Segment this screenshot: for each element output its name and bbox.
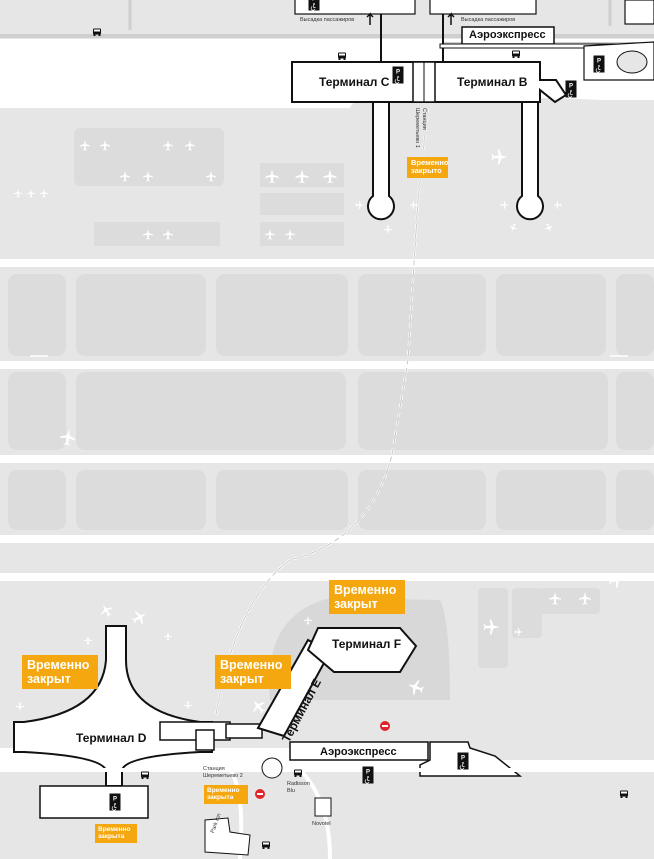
no-entry-icon (380, 721, 390, 731)
terminal-connectors (159, 721, 263, 751)
dropoff-label-right: Высадка пассажиров (461, 17, 516, 23)
terminal-b-label[interactable]: Терминал B (457, 75, 528, 89)
arrow-up-icon (447, 12, 455, 25)
aeroexpress-south[interactable]: Аэроэкспресс (320, 746, 397, 758)
closed-badge-parking-d: Временно закрыта (95, 824, 137, 843)
hotels (204, 757, 332, 856)
dropoff-label-left: Высадка пассажиров (300, 17, 355, 23)
closed-badge-station-2: Временно закрыта (204, 785, 248, 804)
no-entry-icon (255, 789, 265, 799)
arrow-up-icon (366, 12, 374, 25)
aeroexpress-north-building (439, 26, 654, 49)
station-2-label: Станция Шереметьево 2 (203, 766, 243, 779)
closed-badge-north-station: Временно закрыто (407, 157, 448, 178)
terminal-c-label[interactable]: Терминал C (319, 75, 390, 89)
terminal-f-shape (306, 627, 418, 673)
closed-badge-terminal-f: Временно закрыт (329, 580, 405, 614)
novotel-label: Novotel (312, 821, 331, 827)
aeroexpress-south-building (289, 741, 523, 777)
station-1-label: Станция Шереметьево 1 (414, 108, 427, 148)
taxiway-blocks (8, 128, 654, 700)
terminal-d-label[interactable]: Терминал D (76, 731, 147, 745)
closed-badge-terminal-d: Временно закрыт (22, 655, 98, 689)
runways (0, 259, 654, 581)
north-dropoff (294, 0, 537, 64)
radisson-label: Radisson Blu (287, 781, 310, 794)
closed-badge-terminal-e: Временно закрыт (215, 655, 291, 689)
aeroexpress-north[interactable]: Аэроэкспресс (469, 29, 546, 41)
runway-marks (15, 355, 628, 458)
terminal-f-label[interactable]: Терминал F (332, 637, 402, 651)
